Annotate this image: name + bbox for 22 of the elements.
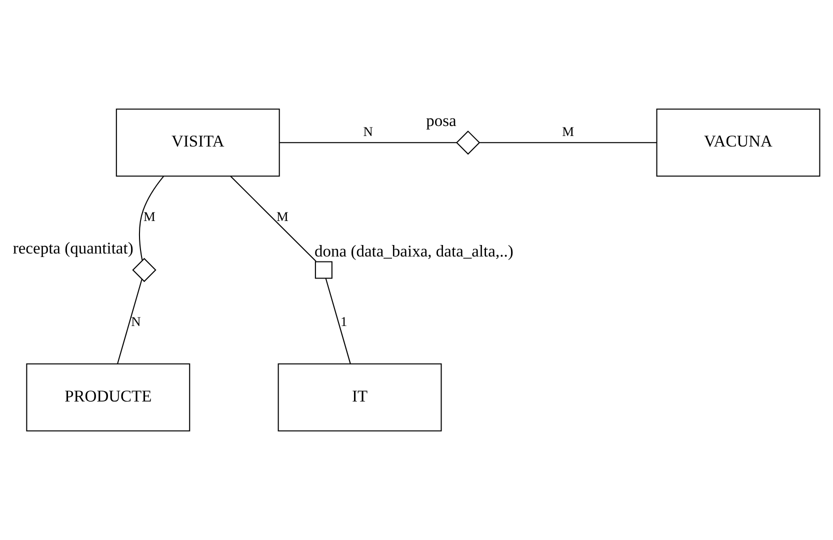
edge-label: 1: [340, 314, 348, 330]
node-diamond: [132, 258, 156, 282]
connector: [117, 279, 142, 364]
edge-label: N: [363, 124, 373, 139]
node-box: [314, 261, 332, 279]
node-box: PRODUCTE: [26, 363, 190, 432]
edge-label: N: [131, 314, 141, 330]
node-box: IT: [278, 363, 442, 432]
edge-label: M: [143, 208, 156, 224]
node-box: VISITA: [116, 108, 280, 177]
connector: [325, 278, 351, 364]
node-label: posa: [426, 110, 456, 130]
node-diamond: [456, 130, 480, 155]
connector: [280, 142, 457, 144]
node-box: VACUNA: [656, 108, 820, 177]
connector: [480, 142, 657, 144]
node-label: recepta (quantitat): [12, 238, 134, 258]
edge-label: M: [562, 124, 574, 139]
connector: [230, 176, 316, 262]
connector: [139, 176, 164, 260]
edge-label: M: [276, 208, 288, 224]
node-label: dona (data_baixa, data_alta,..): [314, 241, 514, 260]
